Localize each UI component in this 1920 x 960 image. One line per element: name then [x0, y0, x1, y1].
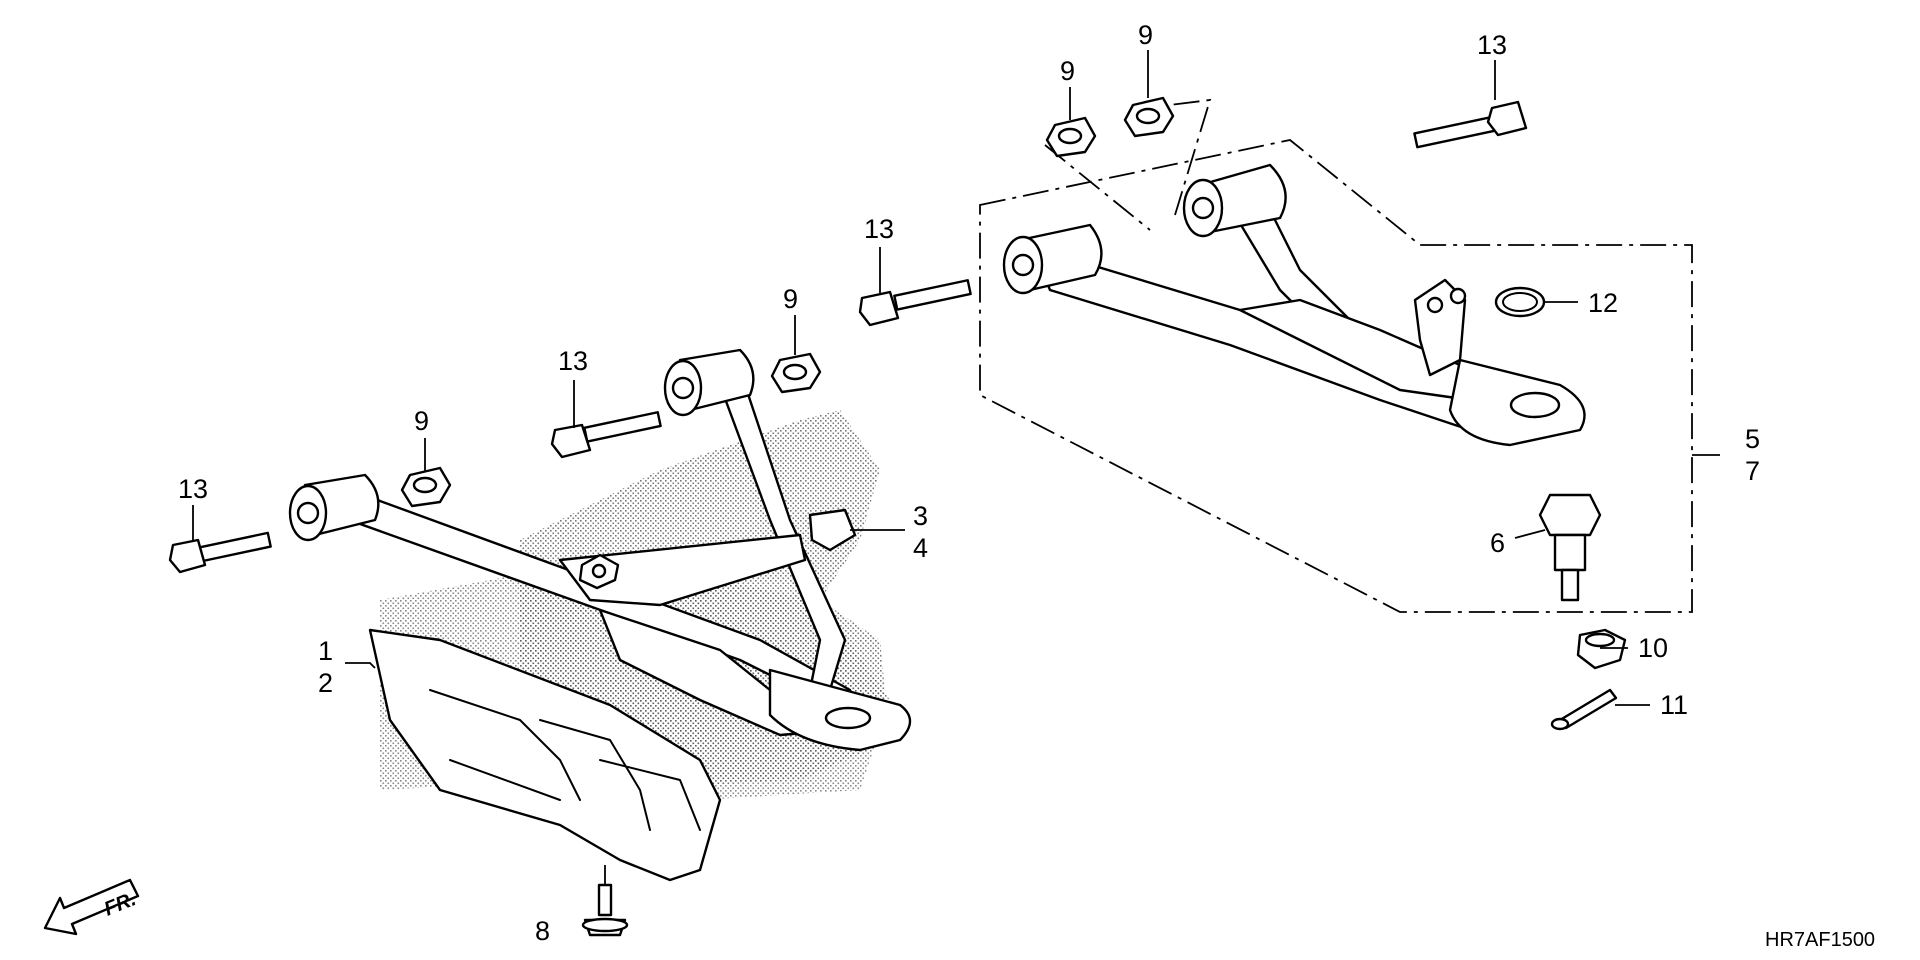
callout-3: 3: [913, 501, 928, 531]
callout-13-lower-rear: 13: [558, 346, 588, 376]
lower-arm-front-bushing-bore: [296, 501, 320, 525]
skid-plate-body: [368, 628, 722, 882]
nut-9-upper-rear: [1123, 96, 1175, 138]
callout-9-upper-front: 9: [1060, 56, 1075, 86]
diagram-code: HR7AF1500: [1765, 929, 1875, 951]
arrow-left-down-icon: [43, 878, 140, 936]
cotter-pin-11: [1550, 688, 1618, 731]
bolt-13-lower-rear: [550, 411, 662, 459]
leader-lines: [192, 50, 1720, 885]
callout-labels: 1 2 3 4 5 6 7 8 9 9 9 9 10 11 12 13 13 1…: [178, 20, 1760, 946]
callout-10: 10: [1638, 633, 1668, 663]
bolt-13-upper-front: [858, 279, 972, 327]
skid-plate: [368, 628, 722, 882]
upper-arm-boss-hole: [1509, 391, 1561, 419]
ball-joint-6: [1538, 493, 1602, 602]
lower-arm-shock-bracket: [808, 508, 857, 552]
callout-9-upper-rear: 9: [1138, 20, 1153, 50]
castle-nut-10: [1576, 628, 1627, 670]
callout-9-lower-front: 9: [414, 406, 429, 436]
nut-9-lower-rear: [770, 352, 822, 394]
callout-9-lower-rear: 9: [783, 284, 798, 314]
upper-arm-assembly: [1002, 163, 1586, 447]
callout-2: 2: [318, 668, 333, 698]
lower-arm-cross-brace: [558, 533, 807, 607]
lower-arm-assembly: [288, 348, 912, 752]
lower-arm-rear-bushing-bore: [671, 376, 695, 400]
bolt-8: [581, 883, 629, 937]
nut-9-upper-front: [1045, 116, 1097, 158]
callout-11: 11: [1660, 690, 1688, 720]
nut-9-lower-front: [400, 466, 452, 508]
callout-12: 12: [1588, 288, 1618, 318]
bolt-13-lower-front: [168, 531, 272, 574]
callout-13-lower-front: 13: [178, 474, 208, 504]
callout-6: 6: [1490, 528, 1505, 558]
callout-13-upper-front: 13: [864, 214, 894, 244]
callout-5: 5: [1745, 424, 1760, 454]
bolt-13-upper-rear: [1413, 100, 1528, 149]
callout-1: 1: [318, 636, 333, 666]
callout-7: 7: [1745, 456, 1760, 486]
snap-ring-12: [1494, 286, 1546, 318]
lower-arm-boss-hole: [824, 706, 872, 730]
assembly-boundary: [979, 98, 1693, 613]
callout-13-upper-rear: 13: [1477, 30, 1507, 60]
front-direction-marker: FR.: [43, 878, 140, 936]
callout-4: 4: [913, 533, 928, 563]
callout-8: 8: [535, 916, 550, 946]
